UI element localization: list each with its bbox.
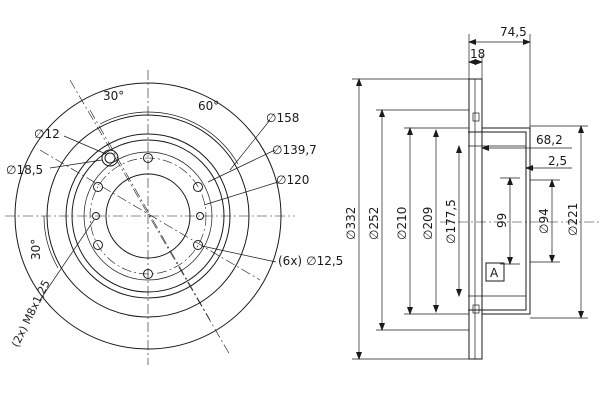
diameter-symbol: ∅	[34, 127, 44, 141]
dia-94-label: ∅94	[537, 208, 551, 234]
dia-221-value: 221	[566, 203, 580, 226]
dim-2-5-label: 2,5	[548, 154, 567, 168]
side-view: A 74,5 18 68,	[344, 25, 600, 360]
bolt-hole	[193, 182, 203, 192]
diameter-symbol: ∅	[266, 111, 276, 125]
dia-332-value: 332	[344, 207, 358, 230]
angle-30-top-arc	[99, 111, 149, 125]
diameter-symbol: ∅	[421, 230, 435, 240]
dia-332-label: ∅332	[344, 207, 358, 240]
dia-120-label: ∅120	[276, 173, 309, 187]
notch-top	[472, 112, 480, 122]
dia-12-label: ∅12	[34, 127, 60, 141]
hat-section-inner	[468, 131, 527, 311]
dia-120-value: 120	[286, 173, 309, 187]
diameter-symbol: ∅	[537, 224, 551, 234]
diameter-symbol: ∅	[395, 230, 409, 240]
diameter-symbol: ∅	[444, 234, 458, 244]
datum-box	[485, 262, 505, 282]
leader-dia-139-7	[207, 149, 276, 183]
center-line-diagonal-b	[39, 149, 261, 281]
dia-18-5-label: ∅18,5	[6, 163, 43, 177]
dia-12-value: 12	[44, 127, 59, 141]
bolt-hole	[143, 269, 153, 279]
dim-68-2-label: 68,2	[536, 133, 563, 147]
dia-177-5-label: ∅177,5	[444, 199, 458, 244]
bolt-hole	[93, 240, 103, 250]
bolt-hole	[143, 153, 153, 163]
datum-label: A	[490, 266, 499, 280]
leader-dia-12	[63, 135, 107, 155]
angle-30-top-label: 30°	[103, 89, 124, 103]
counterbore-outer	[101, 149, 119, 167]
dim-99-label: 99	[495, 213, 509, 228]
dia-209-value: 209	[421, 207, 435, 230]
leader-dia-158	[229, 119, 271, 171]
leader-thread	[39, 219, 95, 301]
threaded-hole	[196, 212, 204, 220]
center-line-diagonal-a	[69, 79, 231, 356]
dia-158-value: 158	[276, 111, 299, 125]
friction-ring-section	[468, 78, 483, 360]
dim-74-5-label: 74,5	[500, 25, 527, 39]
hat-section-outline	[482, 127, 531, 315]
threaded-hole	[92, 212, 100, 220]
center-line-diagonal-c	[89, 109, 211, 321]
dia-221-label: ∅221	[566, 203, 580, 236]
diameter-symbol: ∅	[344, 230, 358, 240]
leader-dia-18-5	[49, 159, 103, 169]
bolt-hole	[93, 182, 103, 192]
bolt-holes	[93, 153, 203, 279]
dia-158-label: ∅158	[266, 111, 299, 125]
counterbore-inner	[104, 152, 116, 164]
dia-12-5-value: 12,5	[317, 254, 344, 268]
bolt-holes-label: (6x) ∅12,5	[278, 254, 343, 268]
diameter-symbol: ∅	[566, 226, 580, 236]
dia-252-value: 252	[367, 207, 381, 230]
dia-210-label: ∅210	[395, 207, 409, 240]
thread-spec-label: (2x) M8x1,25	[9, 278, 53, 349]
dia-94-value: 94	[537, 208, 551, 223]
leader-bolt-holes	[201, 245, 277, 263]
bolt-hole	[193, 240, 203, 250]
angle-60-arc	[147, 111, 239, 165]
angle-30-left-arc	[43, 215, 59, 269]
dia-210-value: 210	[395, 207, 409, 230]
diameter-symbol: ∅	[276, 173, 286, 187]
dia-139-7-value: 139,7	[282, 143, 316, 157]
angle-30-left-label: 30°	[29, 239, 43, 260]
diameter-symbol: ∅	[6, 163, 16, 177]
notch-bottom	[472, 304, 480, 314]
diameter-symbol: ∅	[306, 254, 316, 268]
diameter-symbol: ∅	[272, 143, 282, 157]
dia-252-label: ∅252	[367, 207, 381, 240]
diameter-symbol: ∅	[367, 230, 381, 240]
dia-177-5-value: 177,5	[444, 199, 458, 233]
dia-209-label: ∅209	[421, 207, 435, 240]
angle-60-label: 60°	[198, 99, 219, 113]
dia-139-7-label: ∅139,7	[272, 143, 317, 157]
dia-18-5-value: 18,5	[16, 163, 43, 177]
front-view: 30° 60° 30° ∅12 ∅18,5 ∅158 ∅139,7 ∅120 (…	[5, 70, 343, 365]
dim-18-label: 18	[470, 47, 485, 61]
bolt-count: (6x)	[278, 254, 302, 268]
leader-dia-120	[203, 181, 279, 206]
